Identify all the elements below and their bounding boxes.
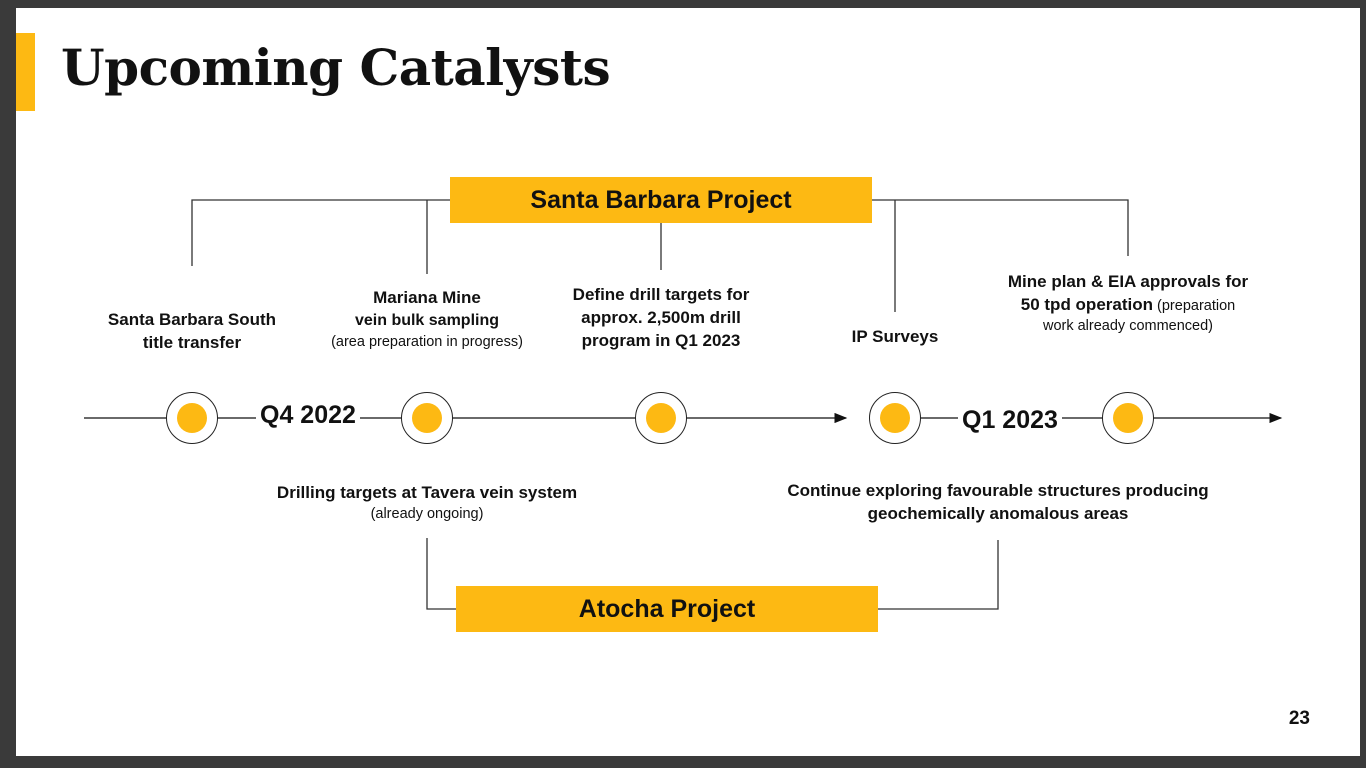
label-continue-exploring: Continue exploring favourable structures…: [787, 481, 1209, 523]
atocha-bracket-left: [426, 538, 456, 610]
label-mine-plan: Mine plan & EIA approvals for 50 tpd ope…: [1007, 272, 1249, 334]
timeline-node-2: [401, 392, 453, 444]
label-drill-targets: Define drill targets for approx. 2,500m …: [572, 285, 750, 350]
timeline-node-4: [869, 392, 921, 444]
atocha-bracket-right: [878, 540, 999, 610]
timeline-node-1: [166, 392, 218, 444]
label-tavera-drilling: Drilling targets at Tavera vein system (…: [276, 483, 578, 522]
timeline-node-5: [1102, 392, 1154, 444]
santa-barbara-project-box: Santa Barbara Project: [450, 177, 872, 223]
timeline-node-3: [635, 392, 687, 444]
connector-lines: [84, 199, 1283, 610]
label-mariana-mine: Mariana Mine vein bulk sampling (area pr…: [331, 288, 523, 350]
timeline-dot: [880, 403, 910, 433]
slide: Upcoming Catalysts Santa Barbara Project…: [16, 8, 1360, 756]
timeline-dot: [177, 403, 207, 433]
label-ip-surveys: IP Surveys: [851, 327, 939, 346]
quarter-label-q4-2022: Q4 2022: [256, 401, 360, 430]
page-number: 23: [1288, 708, 1310, 729]
timeline-dot: [412, 403, 442, 433]
atocha-project-box: Atocha Project: [456, 586, 878, 632]
quarter-label-q1-2023: Q1 2023: [958, 406, 1062, 435]
label-title-transfer: Santa Barbara South title transfer: [107, 310, 277, 352]
page-title: Upcoming Catalysts: [61, 38, 611, 97]
timeline-dot: [1113, 403, 1143, 433]
title-accent-bar: [16, 33, 35, 111]
timeline-dot: [646, 403, 676, 433]
